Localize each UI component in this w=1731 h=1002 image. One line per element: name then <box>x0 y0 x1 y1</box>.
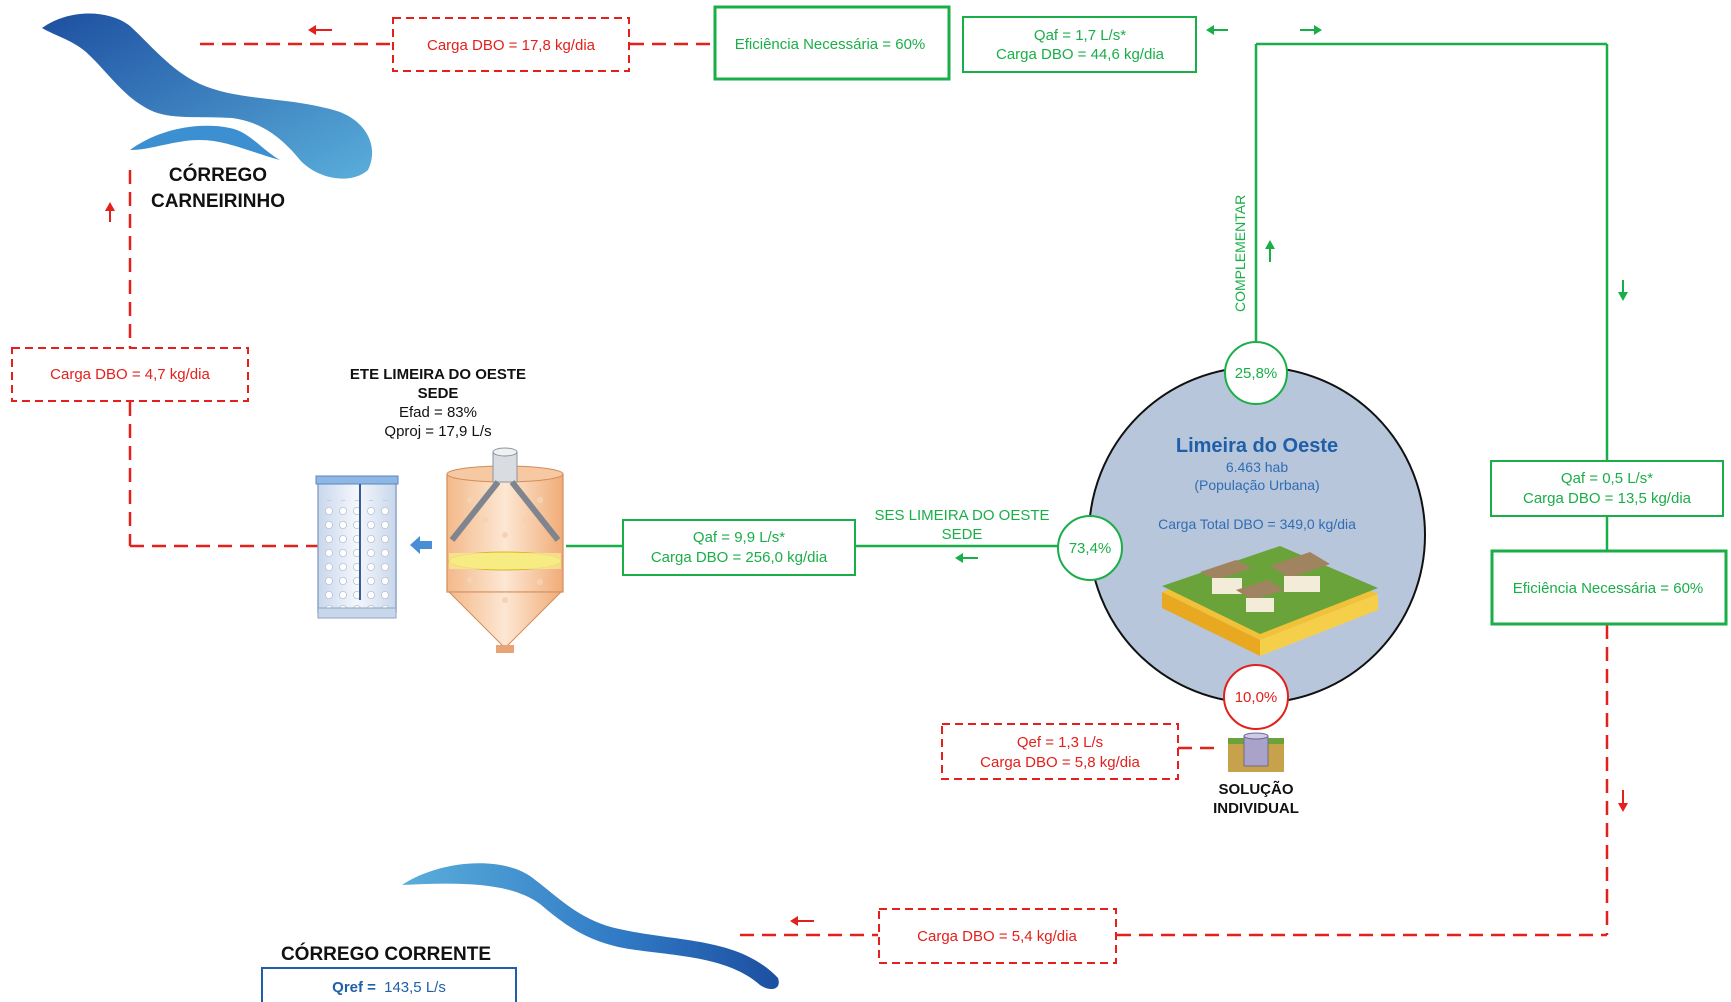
individual-label-line1: SOLUÇÃO <box>1219 780 1294 798</box>
arrow-left-red-bottom <box>790 916 814 926</box>
red-dashed-lines <box>128 42 1609 937</box>
individual-load-text: Carga DBO = 5,8 kg/dia <box>980 754 1140 771</box>
right-efficiency-box <box>1490 549 1728 626</box>
qref-text: Qref = 143,5 L/s <box>332 979 446 996</box>
qref-value: 143,5 L/s <box>384 979 446 996</box>
share-individual-text: 10,0% <box>1235 689 1278 706</box>
ete-title-line1: ETE LIMEIRA DO OESTE <box>350 366 526 383</box>
share-ses-circle <box>1057 515 1123 581</box>
ses-flow-box <box>622 519 856 576</box>
uasb-reactor-icon <box>446 447 564 653</box>
top-load-green-text: Carga DBO = 44,6 kg/dia <box>996 46 1165 63</box>
ses-label-line2: SEDE <box>942 526 983 543</box>
ses-label-line1: SES LIMEIRA DO OESTE <box>874 507 1049 524</box>
top-load-box <box>392 17 630 72</box>
arrow-right-top <box>1300 25 1322 35</box>
city-population-note: (População Urbana) <box>1194 477 1319 493</box>
bottom-load-box <box>878 908 1117 964</box>
right-flow-box <box>1490 460 1724 517</box>
city-total-load: Carga Total DBO = 349,0 kg/dia <box>1158 516 1356 532</box>
city-population: 6.463 hab <box>1226 459 1288 475</box>
individual-flow-text: Qef = 1,3 L/s <box>1017 734 1103 751</box>
top-efficiency-box <box>713 5 951 81</box>
ses-flow-text: Qaf = 9,9 L/s* <box>693 529 785 546</box>
complementar-label: COMPLEMENTAR <box>1232 195 1248 312</box>
qref-label: Qref = <box>332 979 376 996</box>
ete-effluent-text: Carga DBO = 4,7 kg/dia <box>50 366 210 383</box>
river-corrente-graphic <box>402 863 779 990</box>
river-corrente-label: CÓRREGO CORRENTE <box>281 943 491 965</box>
green-arrows <box>955 25 1628 563</box>
ete-effluent-box <box>11 347 249 402</box>
ete-efad: Efad = 83% <box>399 404 477 421</box>
bottom-load-text: Carga DBO = 5,4 kg/dia <box>917 928 1077 945</box>
right-flow-text: Qaf = 0,5 L/s* <box>1561 470 1653 487</box>
top-branch-lines <box>566 42 1609 551</box>
ses-load-text: Carga DBO = 256,0 kg/dia <box>651 549 828 566</box>
town-illustration-icon <box>1162 546 1378 656</box>
share-complementar-circle <box>1224 341 1288 405</box>
arrow-left-top <box>1206 25 1228 35</box>
top-flow-box <box>962 16 1197 73</box>
right-load-text: Carga DBO = 13,5 kg/dia <box>1523 490 1692 507</box>
arrow-left-red-top <box>308 25 332 35</box>
river-carneirinho-label-line2: CARNEIRINHO <box>151 191 285 212</box>
arrow-down-red-right <box>1618 790 1628 812</box>
ete-qproj: Qproj = 17,9 L/s <box>384 423 491 440</box>
share-ses-text: 73,4% <box>1069 540 1112 557</box>
right-efficiency-text: Eficiência Necessária = 60% <box>1513 580 1704 597</box>
arrow-down-right <box>1618 280 1628 301</box>
arrow-up-red-left <box>105 202 115 222</box>
septic-tank-icon <box>1228 732 1284 772</box>
filter-tank-icon <box>315 475 399 619</box>
river-carneirinho-graphic <box>42 13 373 179</box>
top-efficiency-text: Eficiência Necessária = 60% <box>735 36 926 53</box>
individual-label-line2: INDIVIDUAL <box>1213 800 1299 817</box>
individual-box <box>941 723 1179 780</box>
top-flow-text: Qaf = 1,7 L/s* <box>1034 27 1126 44</box>
ete-title-line2: SEDE <box>418 385 459 402</box>
share-individual-circle <box>1223 664 1289 730</box>
river-carneirinho-label-line1: CÓRREGO <box>169 164 267 186</box>
arrow-left-ses <box>955 553 978 563</box>
flow-arrow-blue-icon <box>410 536 432 554</box>
red-arrows <box>105 25 1628 926</box>
share-complementar-text: 25,8% <box>1235 365 1278 382</box>
qref-box <box>261 967 517 1002</box>
top-load-text: Carga DBO = 17,8 kg/dia <box>427 37 596 54</box>
arrow-up-complementar <box>1265 240 1275 262</box>
city-name: Limeira do Oeste <box>1176 435 1338 457</box>
